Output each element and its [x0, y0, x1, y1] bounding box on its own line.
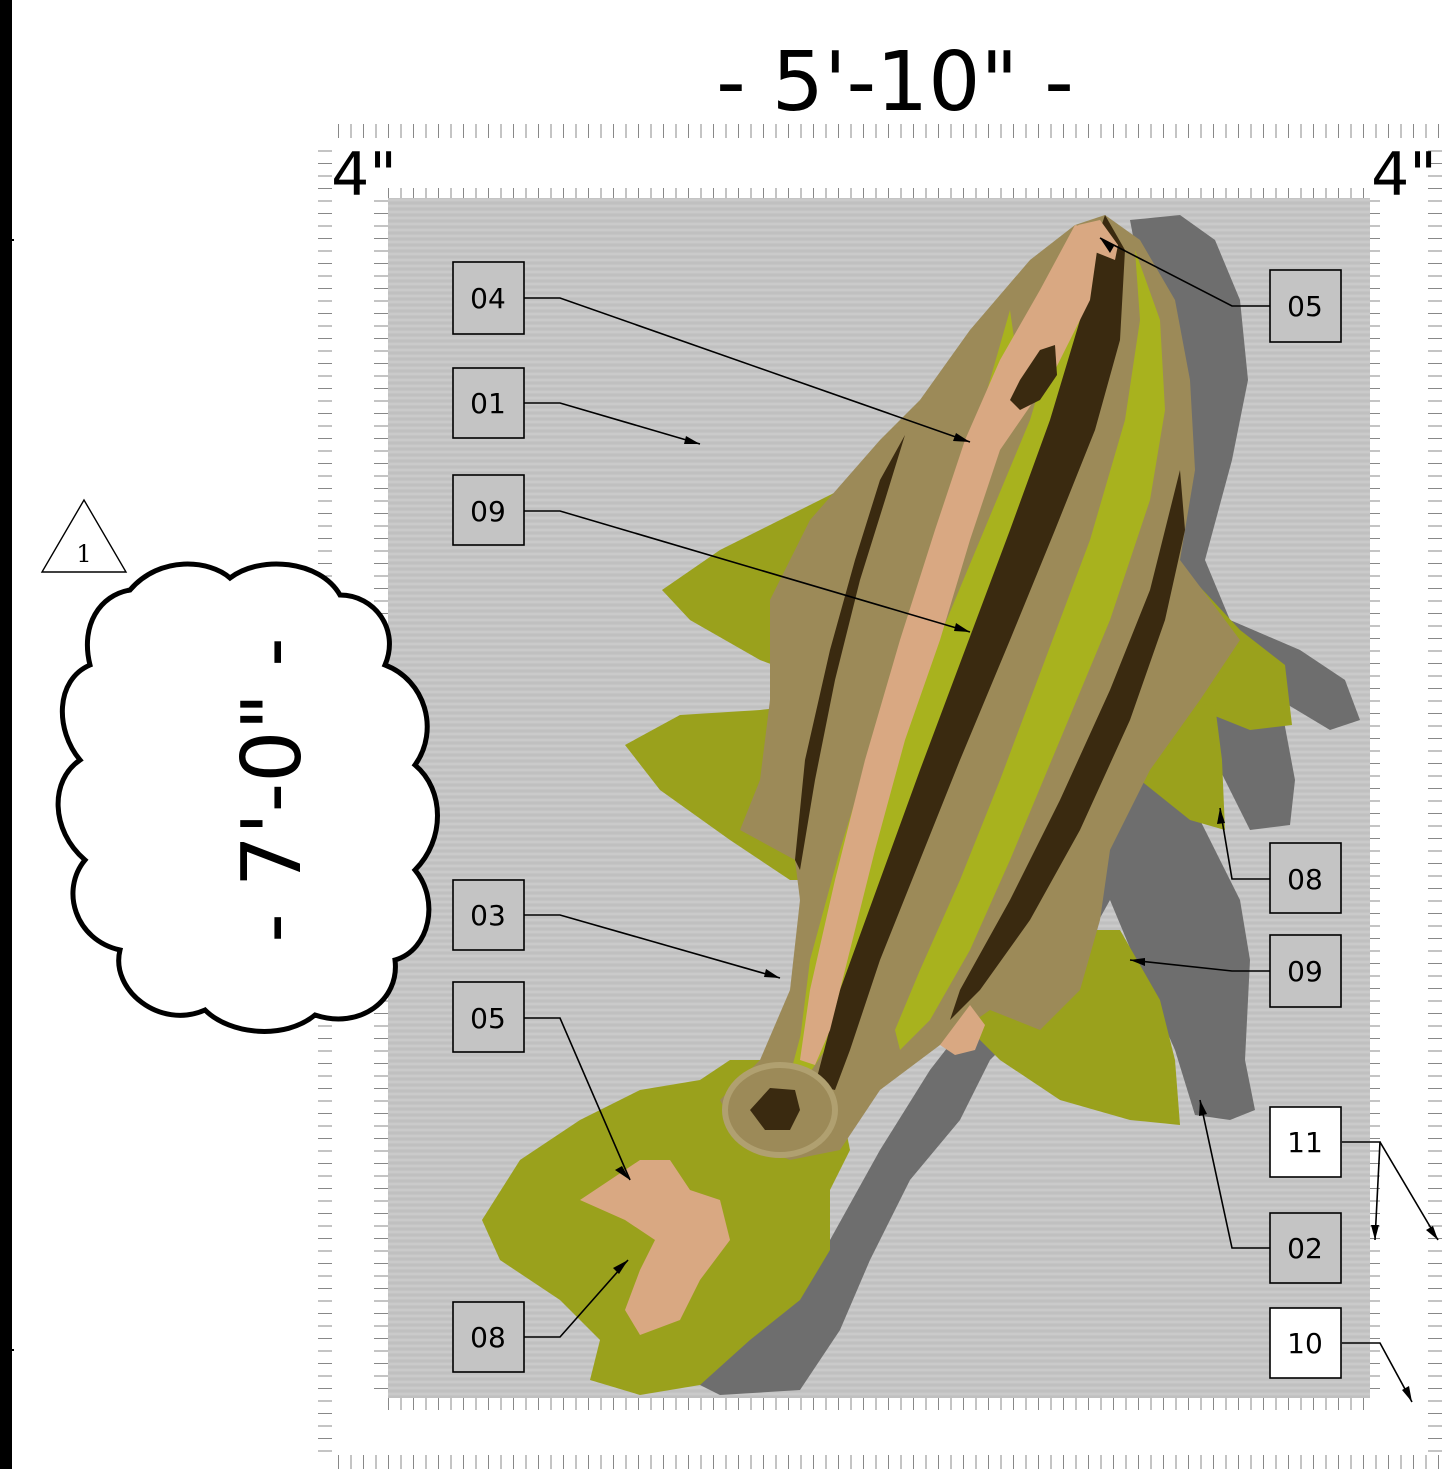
tag-04: 04	[452, 261, 525, 335]
tag-01: 01	[452, 367, 525, 439]
tag-08-right: 08	[1269, 842, 1342, 914]
revision-marker: 1	[40, 498, 128, 573]
frame-border-left	[0, 0, 14, 1469]
svg-text:09: 09	[1287, 955, 1323, 988]
leader-lines	[524, 237, 1439, 1403]
svg-text:05: 05	[1287, 290, 1323, 323]
stripe-green-1	[790, 225, 1115, 1080]
dimension-height: - 7'-0" -	[225, 637, 320, 943]
svg-text:08: 08	[1287, 863, 1323, 896]
svg-text:08: 08	[470, 1321, 506, 1354]
fin-tan-notch	[940, 1005, 985, 1055]
svg-text:03: 03	[470, 899, 506, 932]
stripe-tan	[800, 225, 1100, 1065]
tag-11: 11	[1269, 1106, 1342, 1178]
svg-text:02: 02	[1287, 1232, 1323, 1265]
svg-text:05: 05	[470, 1002, 506, 1035]
tag-05-right: 05	[1269, 269, 1342, 343]
fish-mouth-dark	[750, 1088, 800, 1130]
tag-05-left: 05	[452, 981, 525, 1053]
fish-eye	[1010, 345, 1057, 410]
stripe-green-2	[895, 250, 1165, 1050]
tag-09-left: 09	[452, 474, 525, 546]
tag-03: 03	[452, 879, 525, 951]
revision-cloud	[55, 561, 440, 1034]
tag-09-right: 09	[1269, 934, 1342, 1008]
dimension-border-right: 4"	[1371, 140, 1437, 210]
leader-arrowheads	[613, 238, 1438, 1402]
stripe-dark-left	[795, 435, 905, 870]
tag-10: 10	[1269, 1307, 1342, 1379]
fish-artwork	[482, 215, 1360, 1395]
svg-text:10: 10	[1287, 1327, 1323, 1360]
svg-text:09: 09	[470, 495, 506, 528]
stripe-dark-1	[815, 215, 1125, 1090]
svg-text:11: 11	[1287, 1126, 1323, 1159]
svg-text:04: 04	[470, 282, 506, 315]
fish-shadow	[690, 215, 1360, 1395]
dimension-width: - 5'-10" -	[716, 35, 1074, 130]
dimension-border-left: 4"	[331, 140, 397, 210]
revision-number: 1	[76, 540, 91, 568]
tag-02: 02	[1269, 1212, 1342, 1284]
tag-08-left: 08	[452, 1301, 525, 1373]
tail-tan-patch	[580, 1160, 730, 1335]
svg-text:01: 01	[470, 387, 506, 420]
